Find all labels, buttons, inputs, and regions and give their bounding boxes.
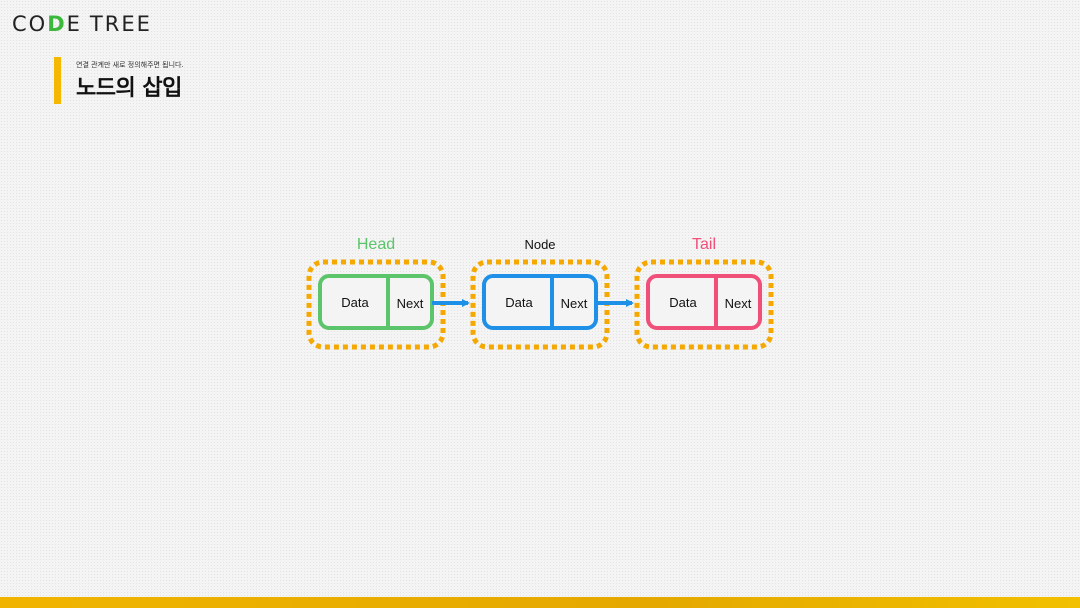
middle-node-data-text: Data bbox=[505, 295, 533, 310]
logo-text-d: D bbox=[47, 12, 67, 36]
logo-text-tree: TREE bbox=[89, 12, 152, 36]
head-node: Head Data Next bbox=[306, 236, 446, 350]
middle-node: Node Data Next bbox=[470, 237, 610, 350]
middle-node-label: Node bbox=[524, 237, 555, 252]
head-node-next-text: Next bbox=[397, 296, 424, 311]
tail-node: Tail Data Next bbox=[634, 236, 774, 350]
logo-text-co: CO bbox=[12, 12, 48, 36]
tail-node-data-text: Data bbox=[669, 295, 697, 310]
tail-node-dotted-outline bbox=[634, 259, 774, 350]
page-subtitle: 연결 관계만 새로 정의해주면 됩니다. bbox=[76, 61, 184, 69]
page-title: 노드의 삽입 bbox=[76, 76, 182, 101]
tail-node-next-text: Next bbox=[725, 296, 752, 311]
head-node-data-text: Data bbox=[341, 295, 369, 310]
logo-text-e: E bbox=[66, 12, 82, 36]
middle-node-next-text: Next bbox=[561, 296, 588, 311]
tail-node-label: Tail bbox=[692, 236, 716, 253]
head-node-label: Head bbox=[357, 236, 395, 253]
title-accent-bar bbox=[54, 57, 61, 104]
footer-accent-bar bbox=[0, 597, 1080, 608]
tail-node-box bbox=[646, 274, 762, 330]
